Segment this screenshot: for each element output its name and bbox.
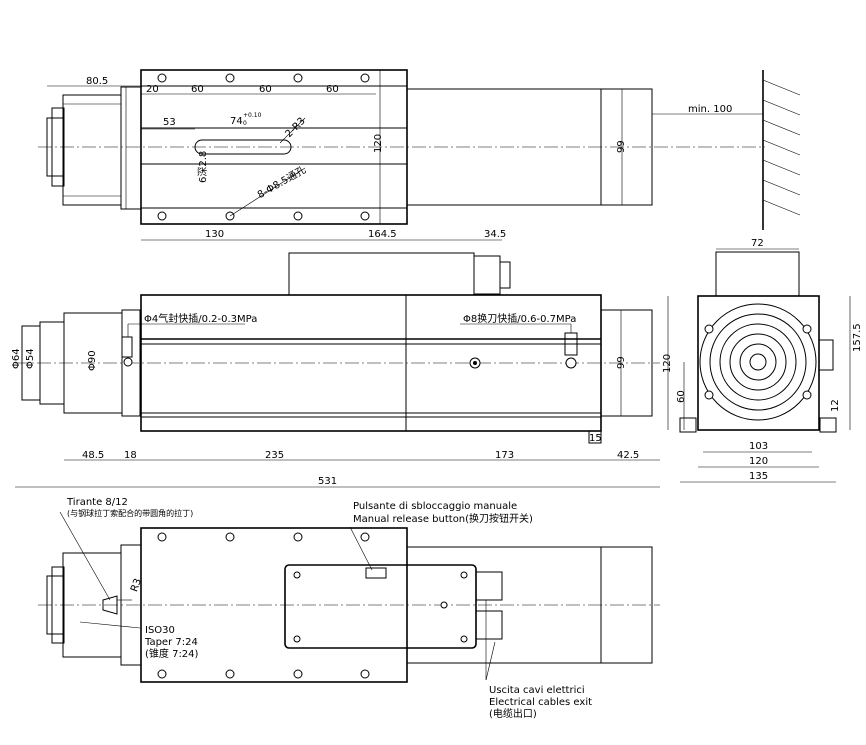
dim-135: 135	[749, 471, 768, 482]
cable-exit-label-it: Uscita cavi elettrici	[489, 685, 585, 696]
release-button-label-en: Manual release button(换刀按钮开关)	[353, 512, 533, 525]
dim-phi90: Φ90	[87, 350, 98, 371]
dim-60: 60	[676, 390, 687, 403]
dim-531: 531	[318, 476, 337, 487]
dim-120-side: 120	[662, 354, 673, 373]
dim-173: 173	[495, 450, 514, 461]
dim-53: 53	[163, 117, 176, 128]
front-view: 531 130 164.5 34.5 Φ4气封快插/0.2	[11, 229, 660, 488]
bottom-view: Tirante 8/12 (与钢球拉丁索配合的带圆角的拉丁) R3 ISO30 …	[38, 497, 660, 720]
dim-slot-depth: 6深2.8	[197, 151, 209, 183]
cable-exit-label-cn: (电缆出口)	[489, 707, 537, 720]
dim-18: 18	[124, 450, 137, 461]
drawbar-label-cn: (与钢球拉丁索配合的带圆角的拉丁)	[67, 508, 193, 518]
dim-phi64: Φ64	[11, 348, 22, 369]
dim-164-5: 164.5	[368, 229, 397, 240]
taper-label: Taper 7:24	[144, 637, 198, 648]
dim-74-tol-up: +0.10	[243, 112, 262, 119]
drawbar-label: Tirante 8/12	[66, 497, 128, 508]
dim-103: 103	[749, 441, 768, 452]
dim-157-5: 157.5	[852, 323, 863, 352]
side-view: 72 157.5 120 60 12 103 120 135	[662, 238, 863, 483]
air-seal-label: Φ4气封快插/0.2-0.3MPa	[144, 312, 257, 325]
dim-99-top: 99	[616, 140, 627, 153]
dim-phi54: Φ54	[25, 348, 36, 369]
tool-change-air-label: Φ8换刀快插/0.6-0.7MPa	[463, 312, 576, 325]
taper-label-cn: (锥度 7:24)	[145, 647, 199, 660]
iso-label: ISO30	[145, 625, 175, 636]
dim-80-5: 80.5	[86, 76, 108, 87]
dim-60-a: 60	[191, 84, 204, 95]
release-button-label-it: Pulsante di sbloccaggio manuale	[353, 501, 517, 512]
dim-74: 74	[230, 116, 243, 127]
dim-r3: R3	[129, 577, 144, 593]
top-view: 80.5 20 60 60 60 53 74 +0.10 0 2-R3 6深2.…	[38, 69, 801, 230]
dim-20: 20	[146, 84, 159, 95]
dim-15: 15	[589, 433, 602, 444]
dim-99-front: 99	[616, 356, 627, 369]
dim-120-top: 120	[373, 134, 384, 153]
dim-74-tol-dn: 0	[243, 120, 247, 127]
dim-48-5: 48.5	[82, 450, 104, 461]
dim-130: 130	[205, 229, 224, 240]
dim-120-bottom: 120	[749, 456, 768, 467]
dim-235: 235	[265, 450, 284, 461]
dim-holes: 8-Φ8.5通孔	[255, 164, 308, 201]
wall-clearance: min. 100	[688, 104, 732, 115]
dim-42-5: 42.5	[617, 450, 639, 461]
dim-60-b: 60	[259, 84, 272, 95]
dim-60-c: 60	[326, 84, 339, 95]
cable-exit-label-en: Electrical cables exit	[489, 697, 592, 708]
dim-72: 72	[751, 238, 764, 249]
dim-34-5: 34.5	[484, 229, 506, 240]
dim-12: 12	[830, 399, 841, 412]
